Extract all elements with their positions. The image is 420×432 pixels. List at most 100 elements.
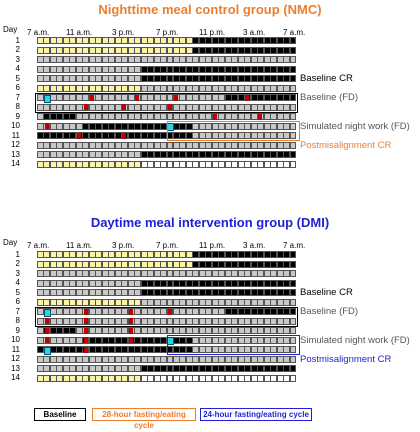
schedule-cell [62,56,70,63]
schedule-cell [114,122,122,130]
nmc-day-row [37,113,297,120]
schedule-cell [95,141,103,149]
dmi-phase-label-3: Postmisalignment CR [300,353,392,365]
meal-marker [44,337,49,343]
schedule-cell [179,336,187,344]
schedule-cell [276,374,284,382]
nmc-day-row [37,75,297,82]
schedule-cell [257,84,265,92]
schedule-cell [179,103,187,111]
schedule-cell [95,308,103,315]
meal-marker [44,318,49,324]
schedule-cell [257,94,265,101]
schedule-cell [62,365,70,372]
nmc-time-label-5: 3 a.m. [243,28,266,37]
schedule-cell [160,251,167,258]
nmc-day-8-label: 8 [15,102,20,111]
schedule-cell [95,289,103,296]
schedule-cell [211,37,219,44]
schedule-cell [49,327,57,334]
schedule-cell [160,141,167,149]
schedule-cell [160,75,167,82]
schedule-cell [276,122,284,130]
schedule-cell [82,260,90,268]
schedule-cell [147,46,155,54]
schedule-cell [276,327,284,334]
dmi-day-2-label: 2 [15,259,20,268]
meal-marker [83,337,88,343]
schedule-cell [62,75,70,82]
nmc-day-4-label: 4 [15,64,20,73]
schedule-cell [82,65,90,73]
schedule-cell [211,94,219,101]
schedule-cell [127,298,135,306]
schedule-cell [49,65,57,73]
schedule-cell [289,160,297,168]
schedule-cell [179,122,187,130]
schedule-cell [192,365,200,372]
dmi-day-12-label: 12 [11,354,20,363]
schedule-cell [160,279,167,287]
schedule-cell [147,289,155,296]
schedule-cell [114,365,122,372]
schedule-cell [289,46,297,54]
schedule-cell [289,327,297,334]
schedule-cell [82,365,90,372]
legend-item-0: Baseline [34,408,86,421]
schedule-cell [244,374,252,382]
dmi-phase-label-1: Baseline (FD) [300,306,359,317]
schedule-cell [114,141,122,149]
schedule-cell [62,141,70,149]
schedule-cell [192,336,200,344]
schedule-cell [82,151,90,158]
schedule-cell [114,289,122,296]
schedule-cell [147,94,155,101]
schedule-cell [49,46,57,54]
schedule-cell [179,160,187,168]
schedule-cell [244,75,252,82]
schedule-cell [114,279,122,287]
schedule-cell [224,270,232,277]
schedule-cell [289,365,297,372]
dmi-day-1-label: 1 [15,249,20,259]
schedule-cell [127,56,135,63]
schedule-cell [160,365,167,372]
schedule-cell [211,270,219,277]
nmc-day-7-label: 7 [15,92,20,102]
meal-marker [258,113,263,120]
schedule-cell [49,289,57,296]
schedule-cell [179,75,187,82]
schedule-cell [82,251,90,258]
schedule-cell [224,365,232,372]
dmi-day-7-label: 7 [15,306,20,316]
schedule-cell [147,37,155,44]
schedule-cell [244,151,252,158]
schedule-cell [192,37,200,44]
schedule-cell [257,374,265,382]
schedule-cell [95,160,103,168]
schedule-cell [211,141,219,149]
schedule-cell [257,151,265,158]
schedule-cell [244,327,252,334]
meal-marker [83,318,88,324]
schedule-cell [114,37,122,44]
schedule-cell [211,355,219,363]
schedule-cell [244,298,252,306]
dmi-time-label-0: 7 a.m. [27,241,50,250]
schedule-cell [95,260,103,268]
schedule-cell [95,94,103,101]
schedule-cell [114,103,122,111]
schedule-cell [192,260,200,268]
schedule-cell [192,346,200,353]
schedule-cell [62,317,70,325]
schedule-cell [244,56,252,63]
schedule-cell [224,65,232,73]
nmc-phase-label-0: Baseline CR [300,73,353,84]
schedule-cell [257,103,265,111]
schedule-cell [114,65,122,73]
schedule-cell [289,374,297,382]
schedule-cell [257,46,265,54]
schedule-cell [211,327,219,334]
schedule-cell [244,160,252,168]
schedule-cell [257,317,265,325]
